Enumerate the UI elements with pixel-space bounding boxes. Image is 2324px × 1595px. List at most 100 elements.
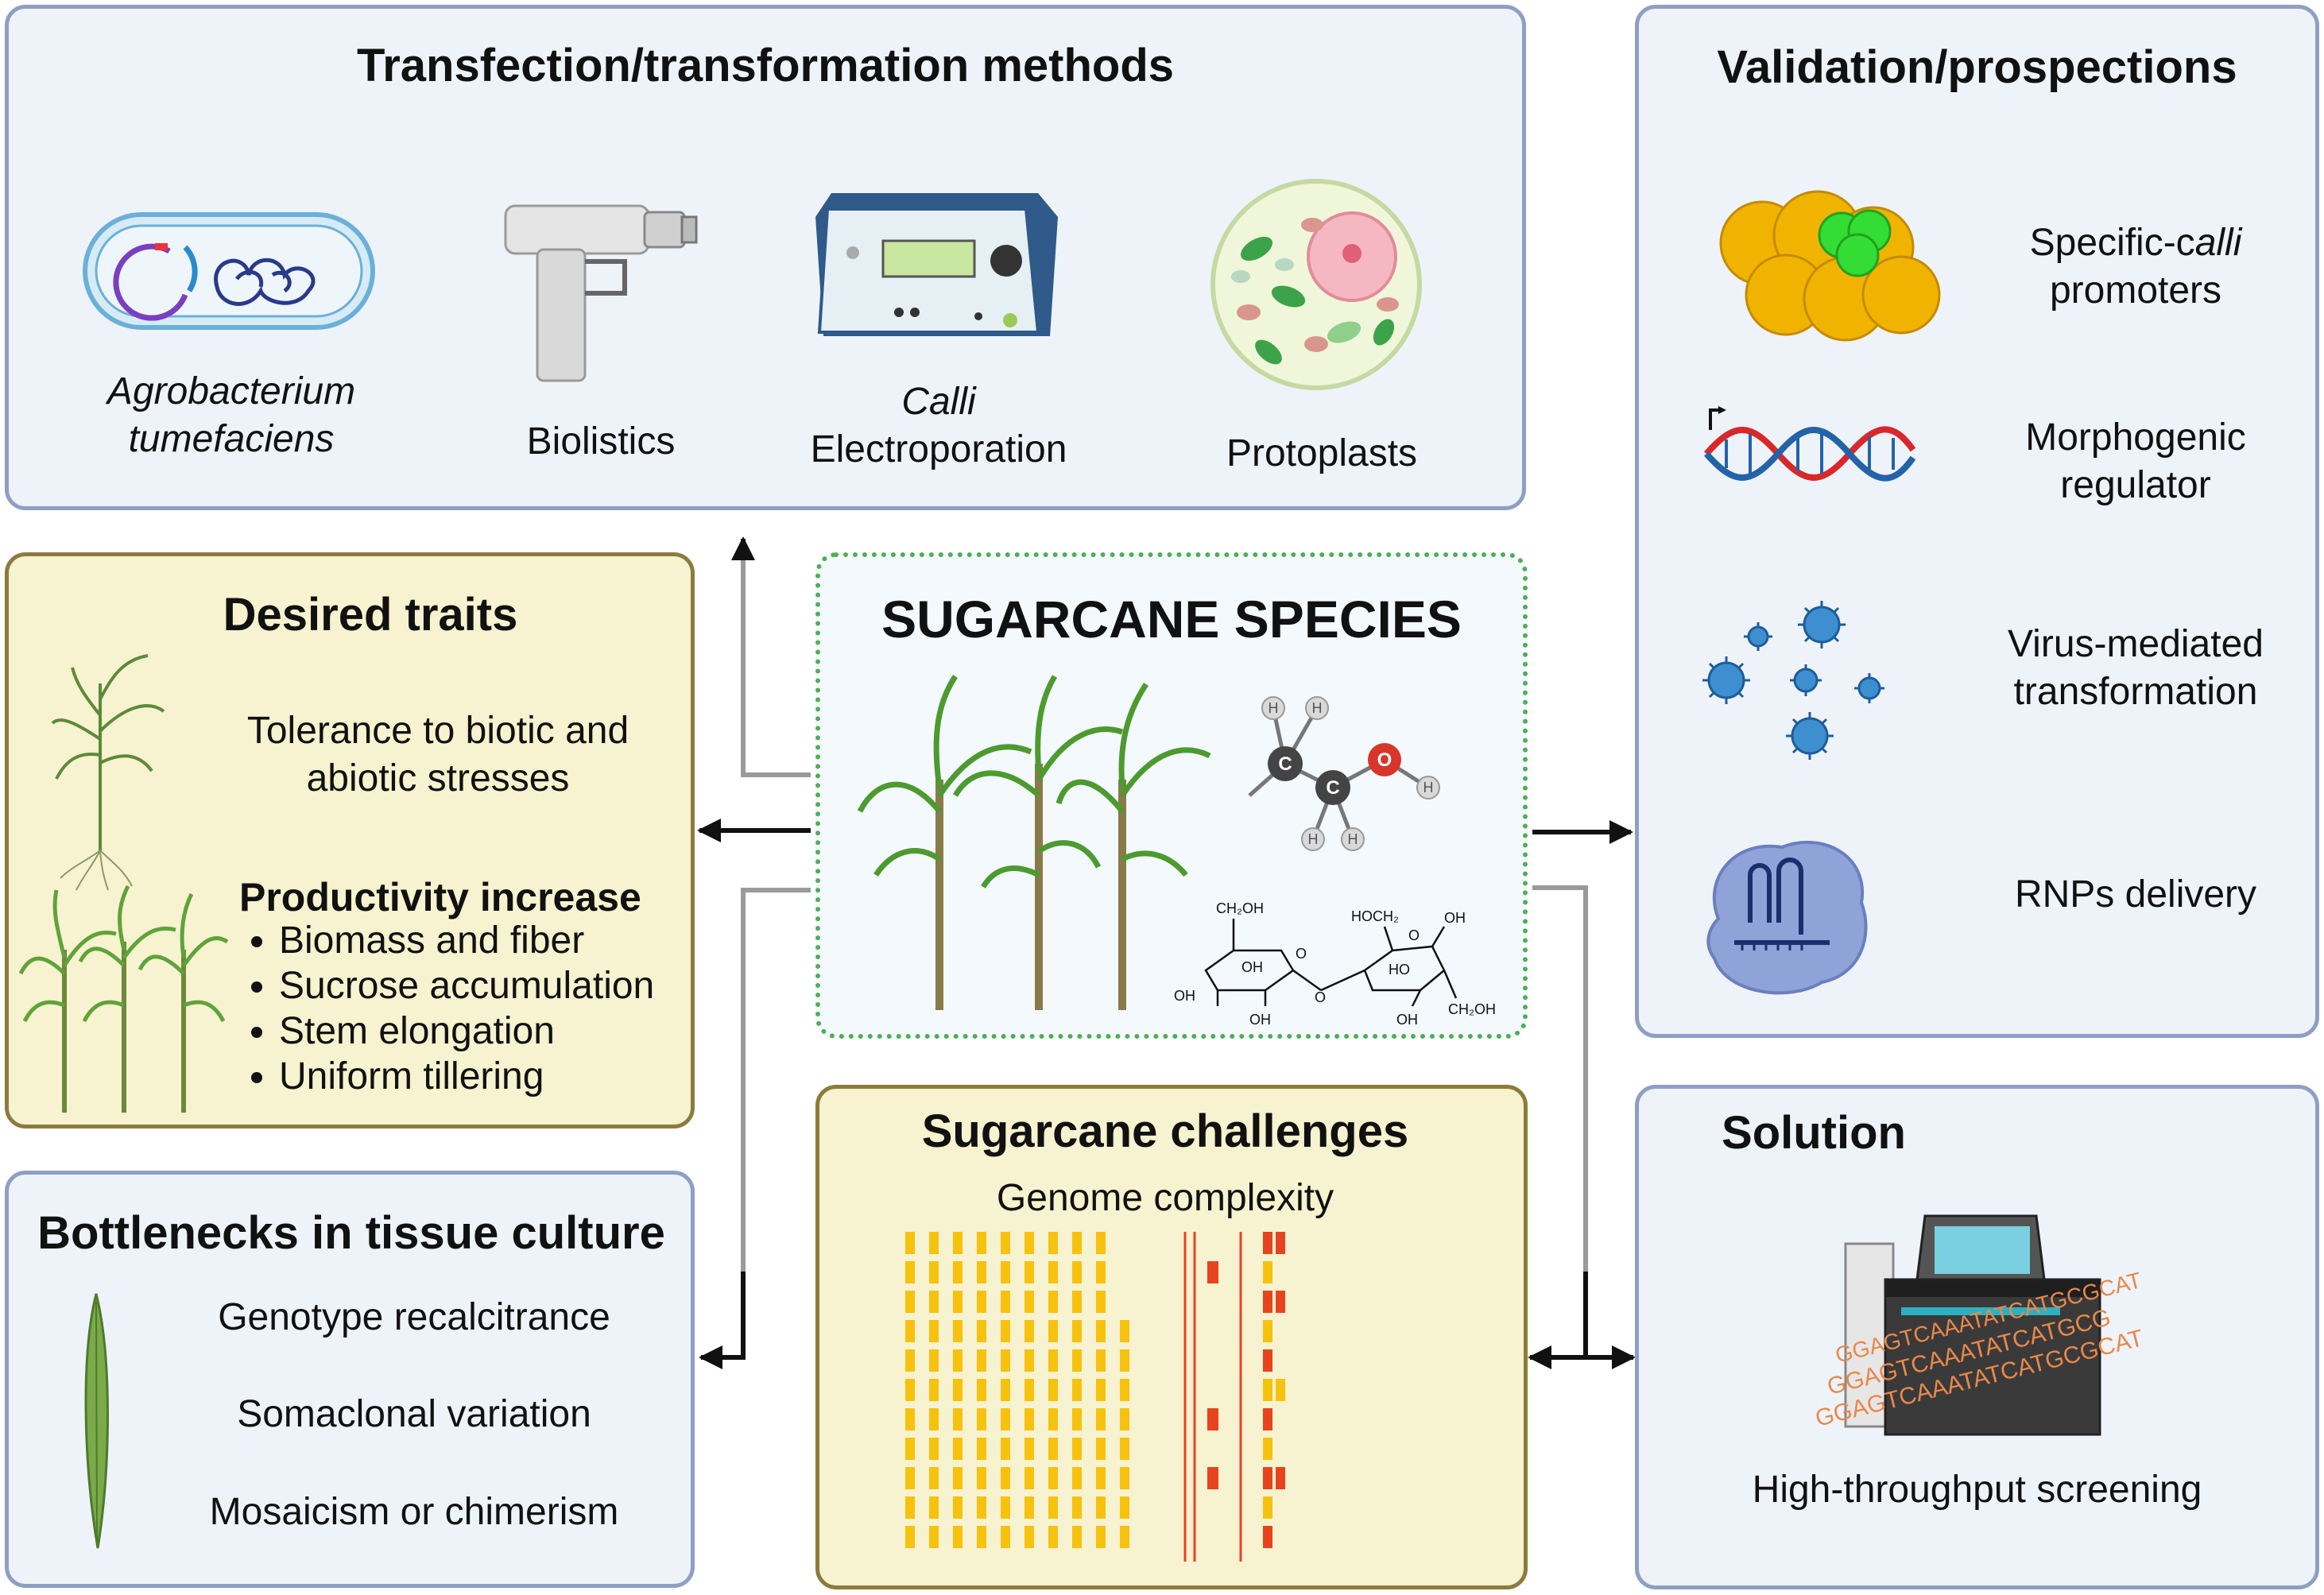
list-item: Sucrose accumulation	[279, 963, 654, 1008]
chromosome-block	[1120, 1379, 1129, 1401]
sugarcane-plant-icon	[857, 675, 1211, 1010]
challenges-panel: Sugarcane challenges Genome complexity	[815, 1085, 1528, 1589]
chromosome-block	[953, 1261, 963, 1283]
chromosome-block	[1263, 1291, 1272, 1313]
chromosome-block	[1072, 1526, 1082, 1548]
chromosome-block	[1024, 1438, 1034, 1460]
chromosome-block	[977, 1291, 986, 1313]
chromosome-block	[1001, 1467, 1010, 1489]
chromosome-block	[905, 1379, 915, 1401]
chromosome-block	[977, 1526, 986, 1548]
productivity-bullet-list: Biomass and fiber Sucrose accumulation S…	[239, 918, 654, 1099]
chromosome-block	[905, 1232, 915, 1254]
chromosome-block	[929, 1496, 939, 1519]
chromosome-block	[1048, 1349, 1058, 1372]
bottlenecks-panel: Bottlenecks in tissue culture Genotype r…	[5, 1171, 695, 1588]
somaclonal-variation-label: Somaclonal variation	[237, 1393, 591, 1435]
rnps-delivery-label: RNPs delivery	[2014, 873, 2257, 916]
chromosome-block	[1263, 1349, 1272, 1372]
chromosome-block	[953, 1408, 963, 1430]
chromosome-block	[953, 1349, 963, 1372]
challenges-subtitle: Genome complexity	[996, 1177, 1334, 1219]
chromosome-block	[953, 1467, 963, 1489]
chromosome-block	[1048, 1496, 1058, 1519]
species-title: SUGARCANE SPECIES	[881, 590, 1462, 648]
desired-traits-title: Desired traits	[223, 589, 518, 641]
chromosome-block	[1207, 1467, 1218, 1489]
chromosome-block	[977, 1232, 986, 1254]
chromosome-block	[905, 1261, 915, 1283]
chromosome-block	[1001, 1349, 1010, 1372]
chromosome-block	[1024, 1379, 1034, 1401]
svg-text:C: C	[1278, 753, 1292, 775]
chromosome-block	[929, 1379, 939, 1401]
chromosome-block	[929, 1467, 939, 1489]
chromosome-block	[1024, 1526, 1034, 1548]
chromosome-block	[905, 1438, 915, 1460]
tolerance-label: Tolerance to biotic and abiotic stresses	[246, 710, 629, 799]
chromosome-block	[977, 1496, 986, 1519]
svg-text:H: H	[1312, 700, 1323, 716]
chromosome-block	[1048, 1291, 1058, 1313]
agrobacterium-label: Agrobacterium tumefaciens	[107, 370, 356, 460]
chromosome-block	[1096, 1291, 1106, 1313]
chromosome-block	[1001, 1379, 1010, 1401]
chromosome-block	[1072, 1232, 1082, 1254]
virus-icon	[1702, 601, 1884, 760]
chromosome-block	[953, 1379, 963, 1401]
virus-mediated-label: Virus-mediated transformation	[2008, 623, 2264, 713]
svg-text:O: O	[1315, 989, 1326, 1005]
chromosome-block	[1263, 1261, 1272, 1283]
chromosome-block	[929, 1408, 939, 1430]
chromosome-block	[1263, 1379, 1272, 1401]
morphogenic-regulator-label: Morphogenic regulator	[2025, 416, 2246, 506]
chromosome-block	[929, 1291, 939, 1313]
chromosome-block	[953, 1320, 963, 1342]
list-item: Stem elongation	[279, 1008, 654, 1054]
genotype-recalcitrance-label: Genotype recalcitrance	[218, 1296, 610, 1338]
chromosome-block	[1207, 1408, 1218, 1430]
chromosome-block	[929, 1349, 939, 1372]
chromosome-block	[1072, 1320, 1082, 1342]
svg-text:OH: OH	[1241, 959, 1263, 975]
arrow-to-methods	[741, 540, 811, 777]
chromosome-block	[1048, 1261, 1058, 1283]
svg-text:OH: OH	[1444, 910, 1466, 926]
leaf-icon	[84, 1293, 109, 1549]
solution-panel: Solution GGAGTCAAATATCATGCGCAT GGAGTCAAA…	[1635, 1085, 2319, 1589]
chromosome-block	[1024, 1467, 1034, 1489]
svg-text:HOCH₂: HOCH₂	[1351, 908, 1399, 924]
chromosome-block	[929, 1320, 939, 1342]
arrow-to-bottlenecks	[701, 888, 811, 1360]
sugarcane-field-icon	[18, 885, 229, 1113]
chromosome-block	[1096, 1261, 1106, 1283]
mosaicism-label: Mosaicism or chimerism	[209, 1491, 619, 1533]
desired-traits-panel: Desired traits Tolerance to biotic and a…	[5, 552, 695, 1129]
chromosome-block	[1096, 1438, 1106, 1460]
methods-title: Transfection/transformation methods	[356, 40, 1175, 91]
svg-text:CH₂OH: CH₂OH	[1216, 900, 1264, 916]
gene-gun-icon	[504, 204, 698, 382]
methods-panel: Transfection/transformation methods Agro…	[5, 5, 1526, 510]
chromosome-block	[1263, 1526, 1272, 1548]
sugarcane-root-icon	[51, 654, 165, 891]
chromosome-block	[1048, 1232, 1058, 1254]
svg-text:OH: OH	[1249, 1012, 1271, 1028]
svg-text:H: H	[1423, 780, 1434, 796]
svg-text:H: H	[1348, 831, 1358, 847]
chromosome-block	[905, 1291, 915, 1313]
chromosome-block	[953, 1438, 963, 1460]
chromosome-block	[1120, 1526, 1129, 1548]
svg-text:C: C	[1326, 777, 1339, 799]
chromosome-block	[1048, 1379, 1058, 1401]
list-item: Biomass and fiber	[279, 918, 654, 963]
chromosome-block	[953, 1291, 963, 1313]
chromosome-block	[977, 1261, 986, 1283]
chromosome-block	[977, 1349, 986, 1372]
chromosome-block	[1120, 1496, 1129, 1519]
chromosome-block	[1096, 1526, 1106, 1548]
chromosome-block	[1096, 1408, 1106, 1430]
chromosome-block	[1096, 1467, 1106, 1489]
chromosome-block	[1072, 1291, 1082, 1313]
chromosome-block	[1276, 1379, 1285, 1401]
